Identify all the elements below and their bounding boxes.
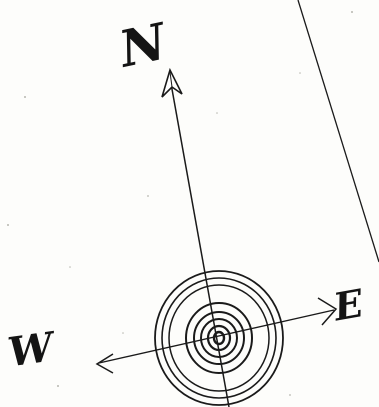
- north-label: N: [112, 11, 173, 79]
- west-label: W: [5, 323, 60, 376]
- east-west-line: [99, 310, 334, 363]
- paper-specks: [7, 11, 353, 396]
- compass-rings: [155, 271, 283, 405]
- boundary-line: [298, 0, 379, 262]
- east-label: E: [329, 280, 367, 330]
